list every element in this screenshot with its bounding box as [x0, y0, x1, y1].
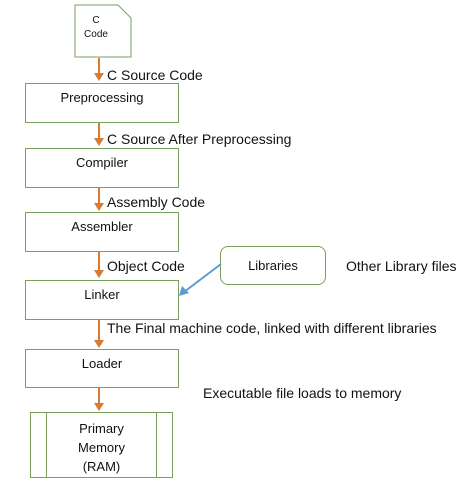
step-loader-label: Loader [81, 356, 123, 371]
step-assembler-label: Assembler [71, 219, 133, 234]
arrow-preprocessing-to-compiler [98, 123, 100, 139]
edge-label-assembly-code: Assembly Code [107, 194, 206, 210]
c-code-document [74, 4, 132, 58]
edge-label-final-machine-code: The Final machine code, linked with diff… [107, 320, 437, 336]
step-compiler: Compiler [25, 148, 179, 188]
primary-memory-box: Primary Memory (RAM) [30, 412, 173, 478]
arrow-linker-to-loader [98, 320, 100, 341]
arrowhead-6 [94, 403, 104, 411]
step-assembler: Assembler [25, 212, 179, 252]
step-loader: Loader [25, 349, 179, 388]
step-preprocessing-label: Preprocessing [60, 90, 144, 105]
c-code-line2: Code [84, 29, 108, 40]
edge-label-object-code: Object Code [107, 258, 185, 274]
arrowhead-4 [94, 270, 104, 278]
arrow-source-to-preprocessing [98, 58, 100, 74]
arrowhead-1 [94, 73, 104, 81]
step-preprocessing: Preprocessing [25, 83, 179, 123]
step-linker: Linker [25, 280, 179, 320]
step-compiler-label: Compiler [75, 155, 128, 170]
c-code-line1: C [92, 15, 100, 26]
libraries-box: Libraries [220, 246, 326, 285]
step-linker-label: Linker [84, 287, 120, 302]
libraries-label: Libraries [248, 258, 298, 273]
edge-label-c-source-code: C Source Code [107, 67, 203, 83]
memory-left-bar [46, 413, 47, 477]
memory-line2: Memory [78, 440, 125, 455]
edge-label-after-preprocessing: C Source After Preprocessing [107, 131, 292, 147]
arrow-libraries-to-linker [179, 263, 222, 296]
loader-note: Executable file loads to memory [203, 385, 402, 401]
other-library-files-note: Other Library files [346, 258, 457, 274]
memory-right-bar [156, 413, 157, 477]
arrow-loader-to-memory [98, 388, 100, 404]
arrowhead-2 [94, 138, 104, 146]
arrow-compiler-to-assembler [98, 188, 100, 204]
arrowhead-5 [94, 340, 104, 348]
memory-line1: Primary [79, 421, 124, 436]
arrow-assembler-to-linker [98, 252, 100, 271]
arrowhead-3 [94, 203, 104, 211]
memory-line3: (RAM) [82, 459, 121, 474]
